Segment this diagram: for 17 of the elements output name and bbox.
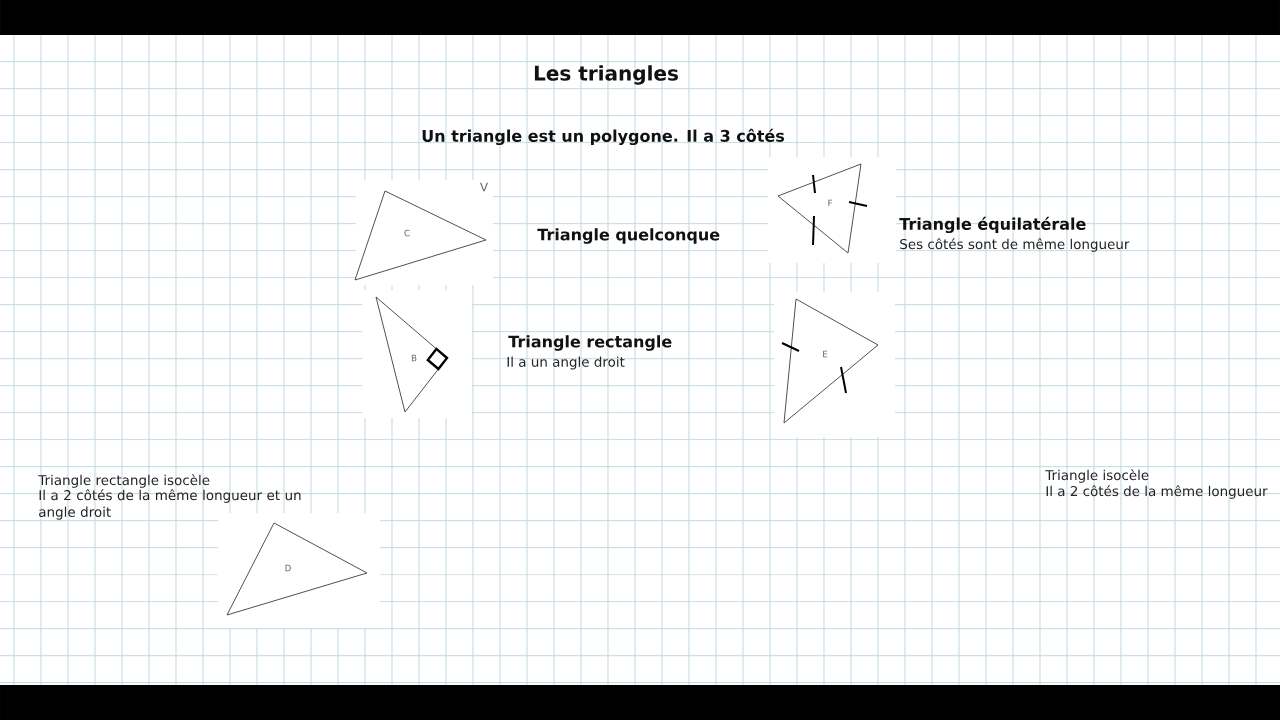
triangle: F <box>777 163 862 254</box>
subtitle: Un triangle est un polygone. Il a 3 côtés <box>422 128 785 146</box>
triangle: E <box>783 298 879 424</box>
description-text: Il a un angle droit <box>507 356 625 370</box>
heading: Triangle rectangle <box>508 335 672 351</box>
title: Les triangles <box>534 65 678 85</box>
description-text: Ses côtés sont de même longueur <box>900 238 1130 252</box>
v-mark: V <box>480 182 488 192</box>
heading: Triangle isocèle <box>1045 469 1149 483</box>
triangle: B <box>375 296 448 413</box>
heading: Triangle quelconque <box>537 228 720 244</box>
triangle: D <box>226 522 368 616</box>
description-text: Il a 2 côtés de la même longueur et un angle droit <box>39 489 301 520</box>
triangle: C <box>354 190 487 281</box>
description-text: Il a 2 côtés de la même longueur <box>1046 485 1268 499</box>
heading: Triangle rectangle isocèle <box>38 474 210 488</box>
heading: Triangle équilatérale <box>899 216 1086 234</box>
